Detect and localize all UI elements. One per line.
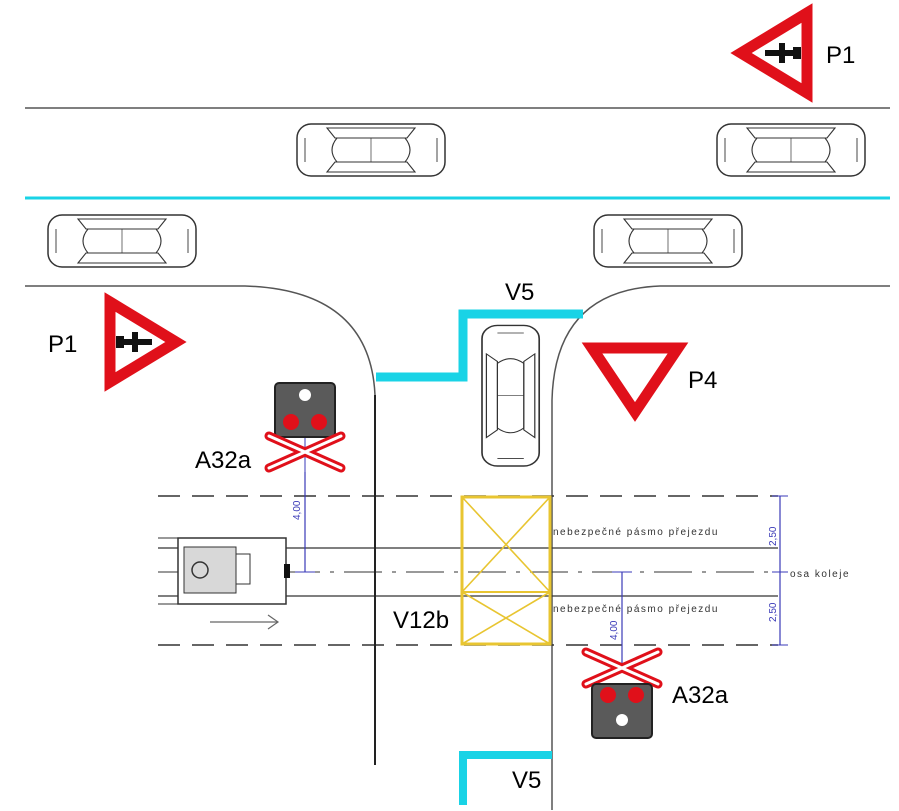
car-top-right [716,123,866,177]
road-edge-bottom-left [25,285,376,765]
a32a-signal-left [269,382,341,474]
label-track-axis: osa koleje [790,569,850,580]
label-danger-zone-lower: nebezpečné pásmo přejezdu [553,604,719,615]
label-v5-top: V5 [505,279,534,306]
label-p4: P4 [688,367,717,394]
car-bottom-left [47,214,197,268]
v5-top-line [376,309,583,382]
label-p1-top: P1 [826,42,855,69]
p1-sign-top [741,13,807,93]
a32a-signal-right [586,652,658,739]
dimensions [295,472,788,668]
label-dim-left: 4,00 [292,500,303,520]
label-a32a-right: A32a [672,682,729,709]
label-dim-right: 4,00 [609,620,620,640]
cars [47,123,866,467]
label-a32a-left: A32a [195,447,252,474]
car-bottom-right [593,214,743,268]
label-p1-left: P1 [48,331,77,358]
car-top-middle [296,123,446,177]
label-dim-upper: 2,50 [768,526,779,546]
car-side-road [481,324,541,467]
label-danger-zone-upper: nebezpečné pásmo přejezdu [553,527,719,538]
label-v12b: V12b [393,607,449,634]
p1-sign-left [110,302,176,382]
v12b-marking [460,495,552,646]
main-road [25,107,890,810]
v5-stop-lines [376,309,583,805]
label-v5-bottom: V5 [512,767,541,794]
v5-bottom-line [459,751,552,805]
p4-sign [581,342,689,422]
train [158,537,290,630]
label-dim-lower: 2,50 [768,602,779,622]
